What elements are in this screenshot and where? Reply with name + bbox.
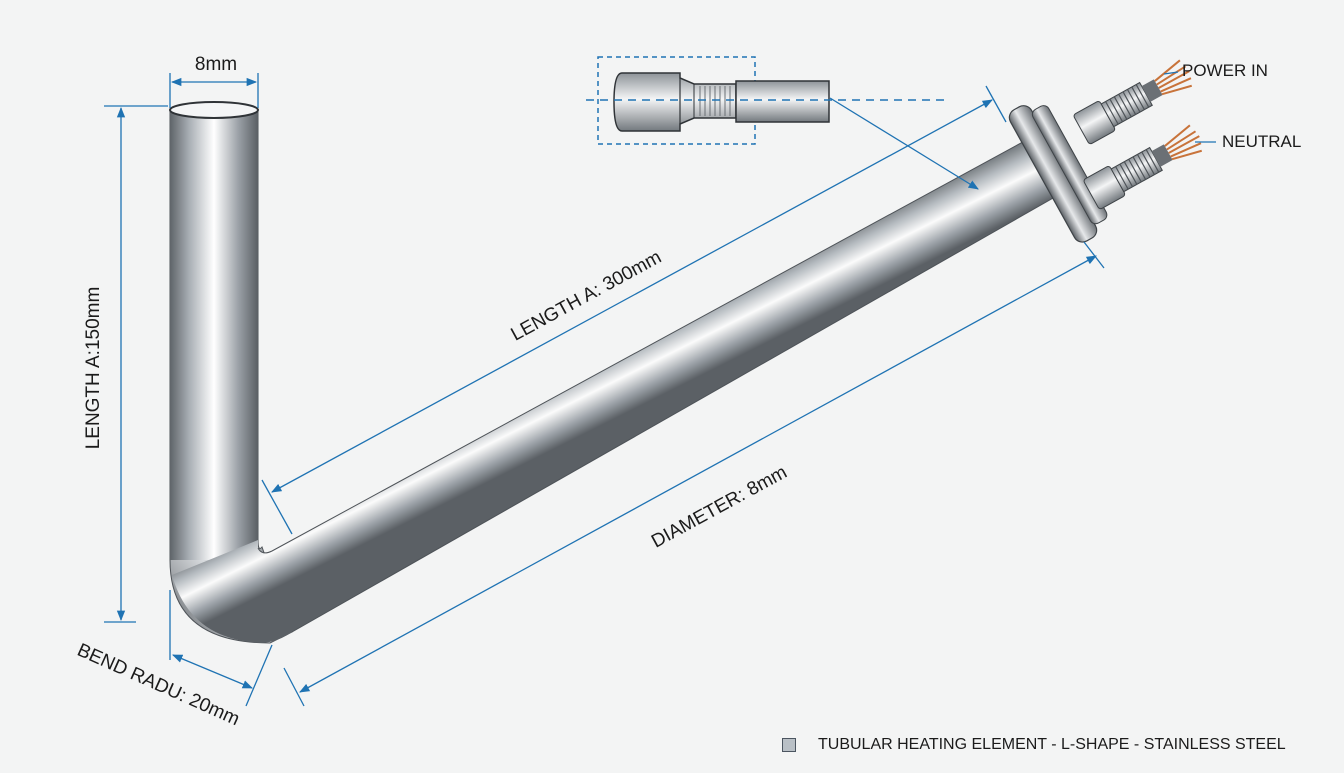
detail-inset [586,56,950,145]
label-power-in: POWER IN [1182,61,1268,80]
copper-wire-neutral [1164,124,1203,161]
inset-leader [829,97,979,190]
dim-bend-radius [172,654,253,689]
legend: TUBULAR HEATING ELEMENT - L-SHAPE - STAI… [782,735,1286,755]
tube-open-end [169,101,259,119]
label-diameter: DIAMETER: 8mm [648,462,791,553]
terminal-neutral [1083,124,1203,210]
tube-vertical-leg [170,112,258,560]
copper-wire-power [1154,59,1193,96]
terminal-power-in [1073,59,1193,145]
legend-swatch [782,738,796,752]
label-diagonal-length: LENGTH A: 300mm [508,247,665,346]
terminal-flange [1008,105,1108,243]
legend-text: TUBULAR HEATING ELEMENT - L-SHAPE - STAI… [818,736,1286,753]
inset-sleeve [613,72,737,132]
label-bend-radius: BEND RADU: 20mm [74,640,243,730]
dim-diameter [299,255,1097,693]
tube-diagonal-leg [172,137,1062,643]
tube-body [169,101,1063,644]
label-top-diameter: 8mm [195,54,237,75]
label-vertical-length: LENGTH A:150mm [83,287,104,450]
inset-rod [735,80,830,123]
label-neutral: NEUTRAL [1222,132,1301,151]
dimension-lines [104,71,1216,707]
